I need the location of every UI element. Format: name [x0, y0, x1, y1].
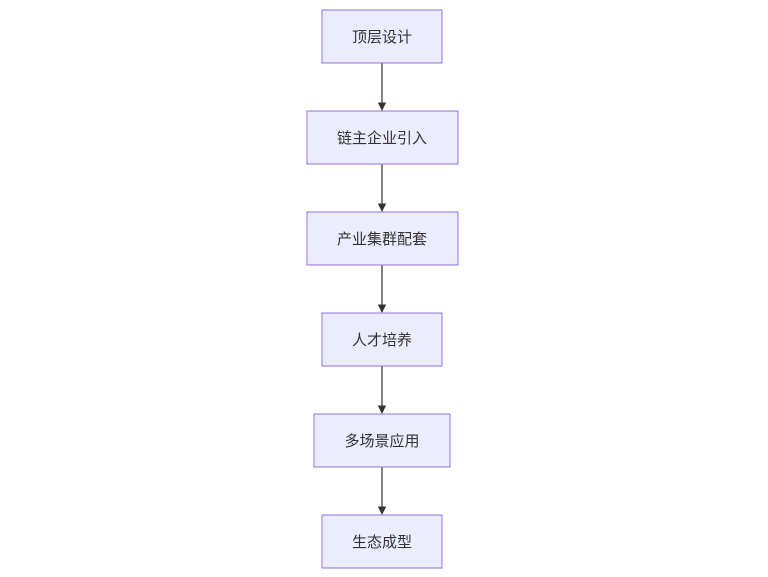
node-label: 多场景应用 — [344, 432, 419, 450]
node-chain-leader-introduction: 链主企业引入 — [306, 110, 459, 165]
node-multi-scenario-application: 多场景应用 — [313, 413, 451, 468]
node-ecosystem-formation: 生态成型 — [321, 514, 443, 569]
node-talent-cultivation: 人才培养 — [321, 312, 443, 367]
node-label: 生态成型 — [352, 533, 412, 551]
node-label: 顶层设计 — [352, 28, 412, 46]
node-top-level-design: 顶层设计 — [321, 9, 443, 64]
node-industry-cluster-support: 产业集群配套 — [306, 211, 459, 266]
node-label: 产业集群配套 — [337, 230, 427, 248]
node-label: 链主企业引入 — [337, 129, 427, 147]
node-label: 人才培养 — [352, 331, 412, 349]
